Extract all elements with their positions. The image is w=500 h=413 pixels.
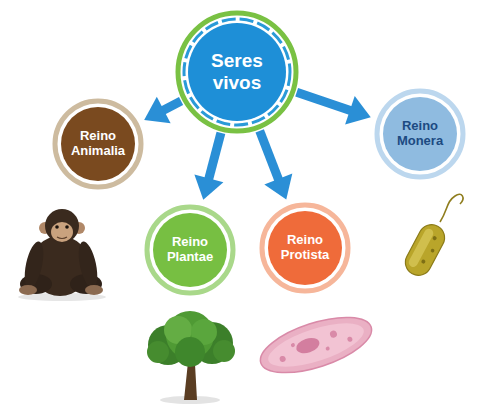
- chimp-head: [45, 209, 79, 243]
- node-label: Reino Animalia: [68, 129, 129, 159]
- protist-cell: [254, 306, 378, 384]
- node-label: Reino Monera: [390, 119, 451, 149]
- node-title: Reino Monera: [390, 119, 451, 149]
- outer-ring: [147, 207, 233, 293]
- arrow-head: [194, 175, 223, 200]
- protist-vacuole: [347, 336, 353, 342]
- protist-vacuole: [279, 355, 287, 363]
- chimp-eye: [55, 225, 59, 229]
- arrow-head: [264, 174, 292, 200]
- arrow-head: [144, 97, 170, 124]
- node-title: Reino Protista: [275, 233, 336, 263]
- node-label: Seres vivos: [197, 50, 277, 94]
- chimp-arm: [21, 240, 47, 290]
- bacterium-granule: [430, 248, 435, 253]
- inner-ring: [184, 19, 290, 125]
- circle-fill: [61, 107, 135, 181]
- arrow-shaft: [260, 131, 279, 181]
- kingdom-circle: Reino Protista: [259, 202, 351, 294]
- outer-ring: [178, 13, 296, 131]
- bacterium-highlight: [407, 227, 435, 268]
- arrow-shaft: [162, 101, 181, 111]
- tree-canopy: [147, 341, 169, 363]
- node-label: Reino Plantae: [160, 235, 221, 265]
- node-title: Reino Animalia: [68, 129, 129, 159]
- circle-fill: [383, 97, 457, 171]
- arrow-head: [345, 96, 371, 124]
- chimp-face: [51, 222, 73, 242]
- protist-cytoplasm: [264, 314, 369, 375]
- chimp-arm: [75, 240, 101, 290]
- protist-vacuole: [325, 346, 330, 351]
- protist-illustration: [254, 306, 378, 384]
- node-title: Seres vivos: [197, 50, 277, 94]
- bacterium-granule: [432, 235, 437, 240]
- kingdom-circle: Reino Monera: [374, 88, 466, 180]
- kingdom-circle: Reino Animalia: [52, 98, 144, 190]
- circle-fill: [153, 213, 227, 287]
- arrow-connector: [297, 92, 371, 124]
- chimp-mouth: [57, 237, 67, 239]
- outer-ring: [55, 101, 141, 187]
- protist-nucleus: [294, 335, 321, 356]
- main-circle: Seres vivos: [175, 10, 299, 134]
- protist-vacuole: [290, 343, 295, 348]
- bacterium-granule: [421, 259, 426, 264]
- node-label: Reino Protista: [275, 233, 336, 263]
- arrow-shaft: [208, 133, 221, 180]
- node-title: Reino Plantae: [160, 235, 221, 265]
- chimp-foot: [85, 285, 103, 295]
- circle-fill: [188, 23, 286, 121]
- kingdom-circle: Reino Plantae: [144, 204, 236, 296]
- arrow-connector: [260, 131, 293, 200]
- tree-canopy: [213, 340, 235, 362]
- bacterium-cell: [401, 220, 449, 280]
- outer-ring: [262, 205, 348, 291]
- arrow-connector: [194, 133, 223, 200]
- bacterium-flagellum: [440, 194, 463, 222]
- arrow-connector: [144, 97, 181, 124]
- outer-ring: [377, 91, 463, 177]
- circle-fill: [268, 211, 342, 285]
- tree-canopy: [175, 337, 205, 367]
- chimp-eye: [65, 225, 69, 229]
- tree-illustration: [147, 311, 235, 404]
- arrow-shaft: [297, 92, 352, 111]
- chimp-foot: [19, 285, 37, 295]
- bacterium-illustration: [401, 194, 463, 280]
- protist-vacuole: [329, 330, 338, 339]
- chimpanzee-illustration: [18, 209, 106, 301]
